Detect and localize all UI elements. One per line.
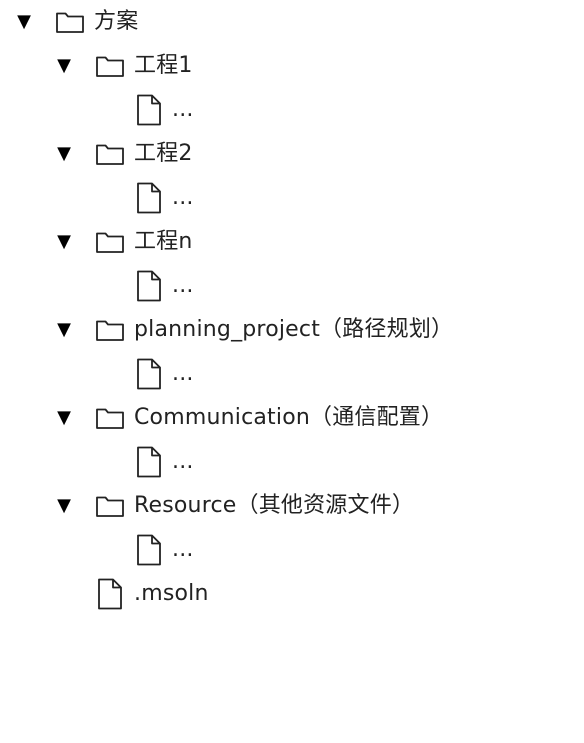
- collapse-toggle[interactable]: ▼: [57, 231, 71, 252]
- file-icon: [95, 578, 125, 610]
- tree-leaf-label: ...: [172, 361, 194, 386]
- tree-leaf-item[interactable]: ...: [0, 88, 584, 132]
- tree-leaf-item[interactable]: ...: [0, 440, 584, 484]
- tree-file-label: .msoln: [134, 581, 209, 606]
- folder-icon: [95, 139, 125, 169]
- folder-icon: [95, 51, 125, 81]
- tree-node-label: 工程2: [134, 141, 193, 166]
- collapse-toggle[interactable]: ▼: [57, 407, 71, 428]
- tree-node-label: planning_project（路径规划）: [134, 317, 454, 342]
- tree-node-label: 方案: [94, 9, 139, 34]
- collapse-toggle[interactable]: ▼: [57, 319, 71, 340]
- tree-file-msoln[interactable]: .msoln: [0, 572, 584, 616]
- file-icon: [134, 270, 164, 302]
- tree-leaf-item[interactable]: ...: [0, 264, 584, 308]
- tree-node-root[interactable]: ▼ 方案: [0, 0, 584, 44]
- tree-node-label: 工程n: [134, 229, 193, 254]
- collapse-toggle[interactable]: ▼: [57, 143, 71, 164]
- file-icon: [134, 358, 164, 390]
- file-icon: [134, 94, 164, 126]
- file-icon: [134, 534, 164, 566]
- collapse-toggle[interactable]: ▼: [17, 11, 31, 32]
- tree-leaf-label: ...: [172, 537, 194, 562]
- tree-node-planning-project[interactable]: ▼ planning_project（路径规划）: [0, 308, 584, 352]
- file-icon: [134, 182, 164, 214]
- tree-leaf-item[interactable]: ...: [0, 352, 584, 396]
- file-icon: [134, 446, 164, 478]
- tree-node-project-2[interactable]: ▼ 工程2: [0, 132, 584, 176]
- folder-icon: [95, 403, 125, 433]
- tree-node-label: Communication（通信配置）: [134, 405, 444, 430]
- tree-node-label: Resource（其他资源文件）: [134, 493, 415, 518]
- tree-leaf-label: ...: [172, 449, 194, 474]
- folder-icon: [95, 491, 125, 521]
- tree-node-project-n[interactable]: ▼ 工程n: [0, 220, 584, 264]
- tree-leaf-item[interactable]: ...: [0, 176, 584, 220]
- tree-leaf-label: ...: [172, 185, 194, 210]
- tree-leaf-label: ...: [172, 273, 194, 298]
- tree-node-project-1[interactable]: ▼ 工程1: [0, 44, 584, 88]
- collapse-toggle[interactable]: ▼: [57, 495, 71, 516]
- tree-leaf-item[interactable]: ...: [0, 528, 584, 572]
- tree-node-resource[interactable]: ▼ Resource（其他资源文件）: [0, 484, 584, 528]
- tree-node-label: 工程1: [134, 53, 193, 78]
- solution-tree: ▼ 方案 ▼ 工程1 ... ▼ 工程2 ... ▼: [0, 0, 584, 616]
- folder-icon: [95, 227, 125, 257]
- tree-node-communication[interactable]: ▼ Communication（通信配置）: [0, 396, 584, 440]
- folder-icon: [95, 315, 125, 345]
- tree-leaf-label: ...: [172, 97, 194, 122]
- collapse-toggle[interactable]: ▼: [57, 55, 71, 76]
- folder-icon: [55, 7, 85, 37]
